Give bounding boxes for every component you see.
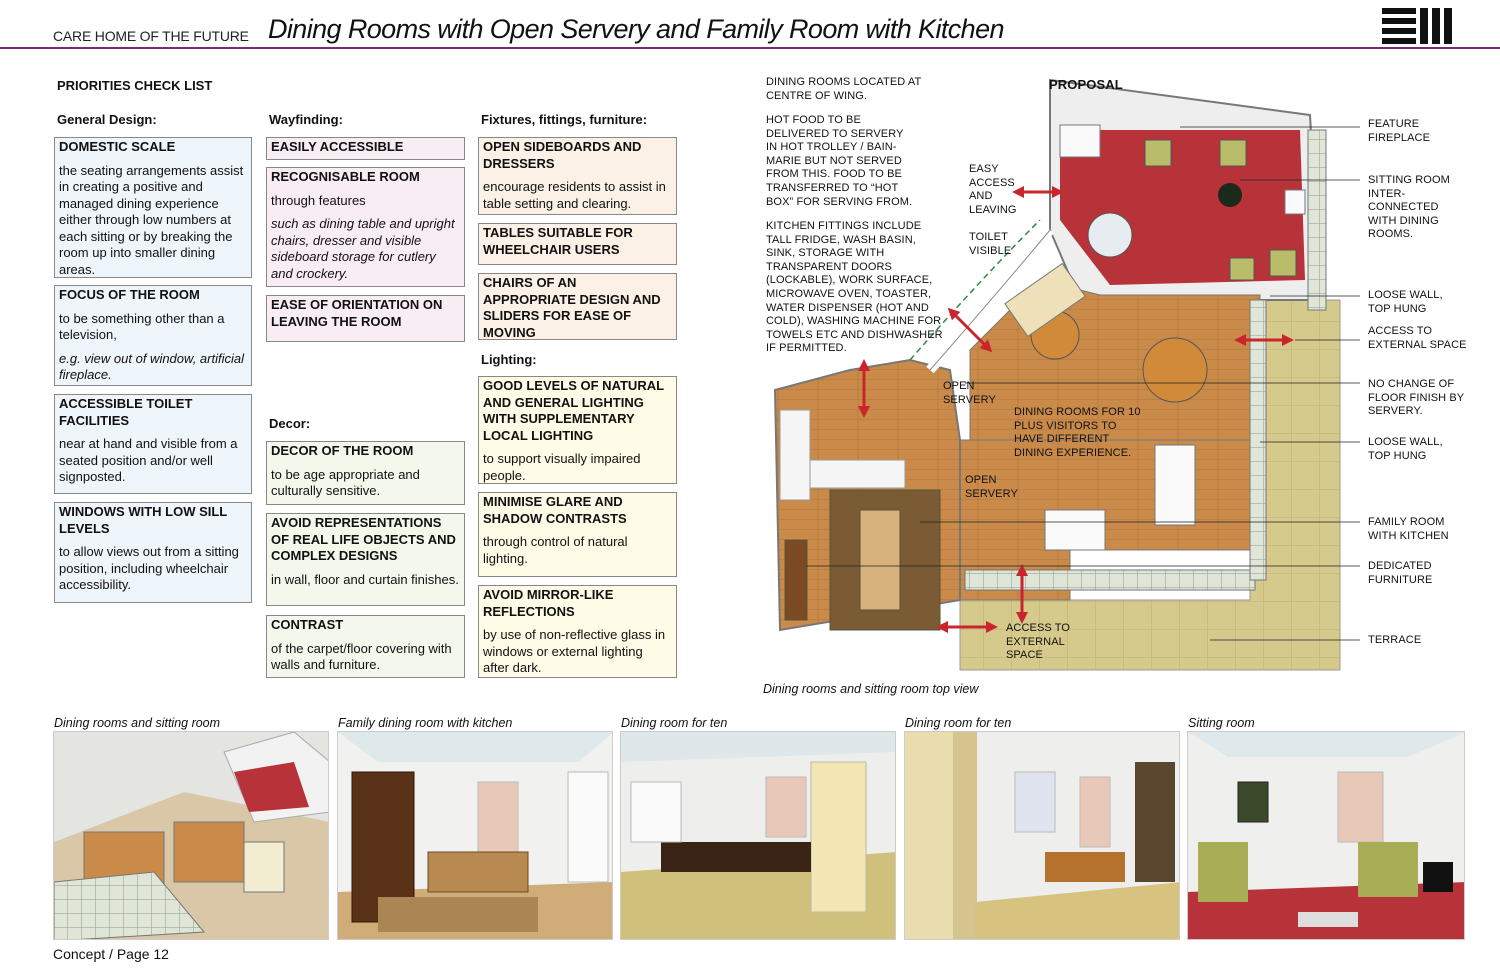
checklist-item: CHAIRS OF AN APPROPRIATE DESIGN AND SLID… xyxy=(478,273,677,340)
item-title: FOCUS OF THE ROOM xyxy=(59,287,200,302)
item-description: to be age appropriate and culturally sen… xyxy=(271,466,420,499)
item-title: CHAIRS OF AN APPROPRIATE DESIGN AND SLID… xyxy=(483,275,661,340)
item-title: DECOR OF THE ROOM xyxy=(271,443,414,458)
item-description: of the carpet/floor covering with walls … xyxy=(271,640,452,673)
checklist-item: DECOR OF THE ROOM to be age appropriate … xyxy=(266,441,465,505)
checklist-item: CONTRAST of the carpet/floor covering wi… xyxy=(266,615,465,678)
photo-caption: Family dining room with kitchen xyxy=(338,716,513,730)
plan-callout: NO CHANGE OF FLOOR FINISH BY SERVERY. xyxy=(1368,378,1465,418)
plan-callout: LOOSE WALL, TOP HUNG xyxy=(1368,436,1443,462)
item-description: near at hand and visible from a seated p… xyxy=(59,436,238,484)
item-title: AVOID REPRESENTATIONS OF REAL LIFE OBJEC… xyxy=(271,515,456,563)
checklist-item: MINIMISE GLARE AND SHADOW CONTRASTS thro… xyxy=(478,492,677,577)
lighting-heading: Lighting: xyxy=(481,352,537,367)
decor-heading: Decor: xyxy=(269,416,311,431)
plan-callout: LOOSE WALL, TOP HUNG xyxy=(1368,289,1443,315)
plan-caption: Dining rooms and sitting room top view xyxy=(763,682,979,696)
render-image-sitting-room xyxy=(1187,731,1465,940)
plan-callout: SITTING ROOM INTER-CONNECTED WITH DINING… xyxy=(1368,174,1450,241)
item-example: such as dining table and upright chairs,… xyxy=(271,216,455,281)
checklist-item: AVOID REPRESENTATIONS OF REAL LIFE OBJEC… xyxy=(266,513,465,606)
item-title: MINIMISE GLARE AND SHADOW CONTRASTS xyxy=(483,494,627,526)
floor-plan-drawing xyxy=(773,78,1360,671)
checklist-title: PRIORITIES CHECK LIST xyxy=(57,78,213,93)
checklist-item: OPEN SIDEBOARDS AND DRESSERS encourage r… xyxy=(478,137,677,215)
photo-caption: Dining room for ten xyxy=(905,716,1012,730)
checklist-item: RECOGNISABLE ROOM through features such … xyxy=(266,167,465,287)
item-title: DOMESTIC SCALE xyxy=(59,139,176,154)
checklist-item: DOMESTIC SCALE the seating arrangements … xyxy=(54,137,252,278)
checklist-item: TABLES SUITABLE FOR WHEELCHAIR USERS xyxy=(478,223,677,265)
checklist-item: AVOID MIRROR-LIKE REFLECTIONS by use of … xyxy=(478,585,677,678)
plan-note: HOT FOOD TO BE DELIVERED TO SERVERY IN H… xyxy=(766,114,913,208)
render-image-dining-sitting xyxy=(53,731,329,940)
plan-callout: ACCESS TO EXTERNAL SPACE xyxy=(1368,325,1467,351)
fixtures-heading: Fixtures, fittings, furniture: xyxy=(481,112,648,127)
item-title: EASE OF ORIENTATION ON LEAVING THE ROOM xyxy=(271,297,443,329)
item-description: to be something other than a television, xyxy=(59,310,225,343)
plan-callout: FEATURE FIREPLACE xyxy=(1368,118,1431,144)
item-title: EASILY ACCESSIBLE xyxy=(271,139,404,154)
general-design-heading: General Design: xyxy=(57,112,157,127)
item-description: encourage residents to assist in table s… xyxy=(483,179,666,211)
photo-caption: Dining room for ten xyxy=(621,716,728,730)
item-description: to support visually impaired people. xyxy=(483,451,641,483)
plan-label: OPEN SERVERY xyxy=(965,474,1018,500)
item-title: ACCESSIBLE TOILET FACILITIES xyxy=(59,396,193,428)
plan-note: DINING ROOMS LOCATED AT CENTRE OF WING. xyxy=(766,76,922,102)
item-title: CONTRAST xyxy=(271,617,344,632)
item-title: RECOGNISABLE ROOM xyxy=(271,169,420,184)
item-title: TABLES SUITABLE FOR WHEELCHAIR USERS xyxy=(483,225,633,257)
plan-callout: TERRACE xyxy=(1368,634,1422,646)
header-divider xyxy=(0,47,1500,49)
plan-label: EASY ACCESS AND LEAVING xyxy=(969,163,1017,216)
checklist-item: GOOD LEVELS OF NATURAL AND GENERAL LIGHT… xyxy=(478,376,677,484)
checklist-item: EASE OF ORIENTATION ON LEAVING THE ROOM xyxy=(266,295,465,342)
logo-icon xyxy=(1382,8,1456,44)
checklist-item: FOCUS OF THE ROOM to be something other … xyxy=(54,285,252,386)
proposal-label: PROPOSAL xyxy=(1049,77,1123,92)
item-description: through features xyxy=(271,192,366,208)
item-title: OPEN SIDEBOARDS AND DRESSERS xyxy=(483,139,642,171)
item-description: in wall, floor and curtain finishes. xyxy=(271,571,459,587)
photo-caption: Sitting room xyxy=(1188,716,1255,730)
item-description: by use of non-reflective glass in window… xyxy=(483,627,666,675)
page-title: Dining Rooms with Open Servery and Famil… xyxy=(268,14,1005,44)
item-description: through control of natural lighting. xyxy=(483,534,628,566)
render-image-family-kitchen xyxy=(337,731,613,940)
plan-label: DINING ROOMS FOR 10 PLUS VISITORS TO HAV… xyxy=(1014,406,1141,459)
render-image-dining-ten-1 xyxy=(620,731,896,940)
plan-callout: DEDICATED FURNITURE xyxy=(1368,560,1433,586)
item-description: the seating arrangements assist in creat… xyxy=(59,162,244,277)
item-title: GOOD LEVELS OF NATURAL AND GENERAL LIGHT… xyxy=(483,378,664,443)
plan-label: TOILET VISIBLE xyxy=(969,231,1012,257)
render-image-dining-ten-2 xyxy=(904,731,1180,940)
checklist-item: ACCESSIBLE TOILET FACILITIES near at han… xyxy=(54,394,252,494)
checklist-item: WINDOWS WITH LOW SILL LEVELS to allow vi… xyxy=(54,502,252,603)
plan-label: ACCESS TO EXTERNAL SPACE xyxy=(1006,622,1071,662)
photo-caption: Dining rooms and sitting room xyxy=(54,716,221,730)
plan-label: OPEN SERVERY xyxy=(943,380,996,406)
plan-note: KITCHEN FITTINGS INCLUDE TALL FRIDGE, WA… xyxy=(766,220,943,355)
plan-callout: FAMILY ROOM WITH KITCHEN xyxy=(1368,516,1449,542)
wayfinding-heading: Wayfinding: xyxy=(269,112,343,127)
checklist-item: EASILY ACCESSIBLE xyxy=(266,137,465,160)
item-title: AVOID MIRROR-LIKE REFLECTIONS xyxy=(483,587,614,619)
item-description: to allow views out from a sitting positi… xyxy=(59,544,239,592)
item-example: e.g. view out of window, artificial fire… xyxy=(59,350,244,383)
item-title: WINDOWS WITH LOW SILL LEVELS xyxy=(59,504,228,536)
page-footer: Concept / Page 12 xyxy=(53,946,169,962)
document-series-label: CARE HOME OF THE FUTURE xyxy=(53,28,249,44)
